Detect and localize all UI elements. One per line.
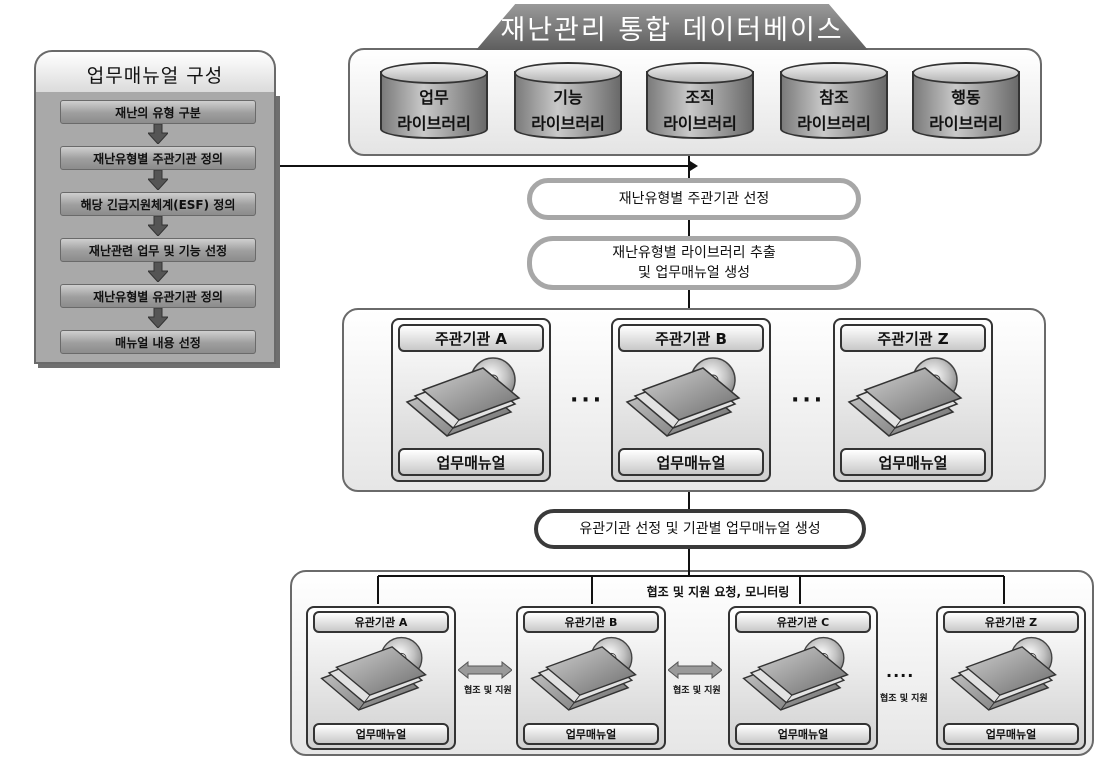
down-arrow-icon <box>148 170 168 190</box>
ellipsis: ···· <box>886 666 915 685</box>
library-cylinder-function: 기능 라이브러리 <box>514 62 622 142</box>
library-cylinder-work: 업무 라이브러리 <box>380 62 488 142</box>
extract-library-text-1: 재난유형별 라이브러리 추출 <box>612 245 776 261</box>
ellipsis: ··· <box>570 388 605 413</box>
library-label: 라이브러리 <box>531 114 605 133</box>
library-name: 행동 <box>951 88 981 107</box>
database-title: 재난관리 통합 데이터베이스 <box>476 4 868 50</box>
support-label: 협조 및 지원 <box>880 694 928 704</box>
major-agency-title: 주관기관 A <box>398 324 544 352</box>
major-agency-card-b: 주관기관 B 업무매뉴얼 <box>611 318 771 482</box>
extract-library-step: 재난유형별 라이브러리 추출 및 업무매뉴얼 생성 <box>527 236 861 290</box>
major-agency-title: 주관기관 B <box>618 324 764 352</box>
manual-step-2: 재난유형별 주관기관 정의 <box>60 146 256 170</box>
major-agency-manual: 업무매뉴얼 <box>840 448 986 476</box>
library-name: 업무 <box>419 88 449 107</box>
library-label: 라이브러리 <box>929 114 1003 133</box>
library-name: 조직 <box>685 88 715 107</box>
ellipsis: ··· <box>791 388 826 413</box>
library-label: 라이브러리 <box>397 114 471 133</box>
related-agency-manual: 업무매뉴얼 <box>523 723 659 745</box>
major-agency-manual: 업무매뉴얼 <box>618 448 764 476</box>
manual-panel-title-text: 업무매뉴얼 구성 <box>86 64 224 87</box>
library-name: 기능 <box>553 88 583 107</box>
major-agency-title: 주관기관 Z <box>840 324 986 352</box>
support-label: 협조 및 지원 <box>673 686 721 696</box>
cooperation-label: 협조 및 지원 요청, 모니터링 <box>646 585 790 599</box>
library-cylinder-organization: 조직 라이브러리 <box>646 62 754 142</box>
select-major-agency-text: 재난유형별 주관기관 선정 <box>618 191 770 207</box>
related-agency-select-step: 유관기관 선정 및 기관별 업무매뉴얼 생성 <box>534 509 866 549</box>
manual-step-3: 해당 긴급지원체계(ESF) 정의 <box>60 192 256 216</box>
related-agency-manual: 업무매뉴얼 <box>313 723 449 745</box>
extract-library-text-2: 및 업무매뉴얼 생성 <box>638 265 750 281</box>
related-agency-manual: 업무매뉴얼 <box>735 723 871 745</box>
related-agency-title: 유관기관 Z <box>943 611 1079 633</box>
down-arrow-icon <box>148 308 168 328</box>
related-agency-title: 유관기관 A <box>313 611 449 633</box>
library-label: 라이브러리 <box>663 114 737 133</box>
manual-steps-panel: 재난의 유형 구분 재난유형별 주관기관 정의 해당 긴급지원체계(ESF) 정… <box>34 92 276 364</box>
manual-step-1: 재난의 유형 구분 <box>60 100 256 124</box>
down-arrow-icon <box>148 124 168 144</box>
major-agency-card-z: 주관기관 Z 업무매뉴얼 <box>833 318 993 482</box>
select-major-agency-step: 재난유형별 주관기관 선정 <box>527 178 861 220</box>
down-arrow-icon <box>148 216 168 236</box>
down-arrow-icon <box>148 262 168 282</box>
support-label: 협조 및 지원 <box>464 686 512 696</box>
related-agency-title: 유관기관 C <box>735 611 871 633</box>
related-agency-select-text: 유관기관 선정 및 기관별 업무매뉴얼 생성 <box>579 521 821 537</box>
related-agency-manual: 업무매뉴얼 <box>943 723 1079 745</box>
related-agency-card-z: 유관기관 Z 업무매뉴얼 <box>936 606 1086 750</box>
library-cylinder-reference: 참조 라이브러리 <box>780 62 888 142</box>
related-agency-card-a: 유관기관 A 업무매뉴얼 <box>306 606 456 750</box>
folder-disc-icon <box>316 632 446 712</box>
library-name: 참조 <box>819 88 849 107</box>
related-agency-card-b: 유관기관 B 업무매뉴얼 <box>516 606 666 750</box>
related-agency-card-c: 유관기관 C 업무매뉴얼 <box>728 606 878 750</box>
library-label: 라이브러리 <box>797 114 871 133</box>
major-agency-card-a: 주관기관 A 업무매뉴얼 <box>391 318 551 482</box>
major-agency-manual: 업무매뉴얼 <box>398 448 544 476</box>
manual-step-5: 재난유형별 유관기관 정의 <box>60 284 256 308</box>
double-arrow-icon <box>668 661 722 679</box>
related-agency-title: 유관기관 B <box>523 611 659 633</box>
library-cylinder-action: 행동 라이브러리 <box>912 62 1020 142</box>
double-arrow-icon <box>458 661 512 679</box>
manual-step-6: 매뉴얼 내용 선정 <box>60 330 256 354</box>
manual-panel-title: 업무매뉴얼 구성 <box>34 50 276 96</box>
folder-disc-icon <box>946 632 1076 712</box>
folder-disc-icon <box>526 632 656 712</box>
folder-disc-icon <box>738 632 868 712</box>
